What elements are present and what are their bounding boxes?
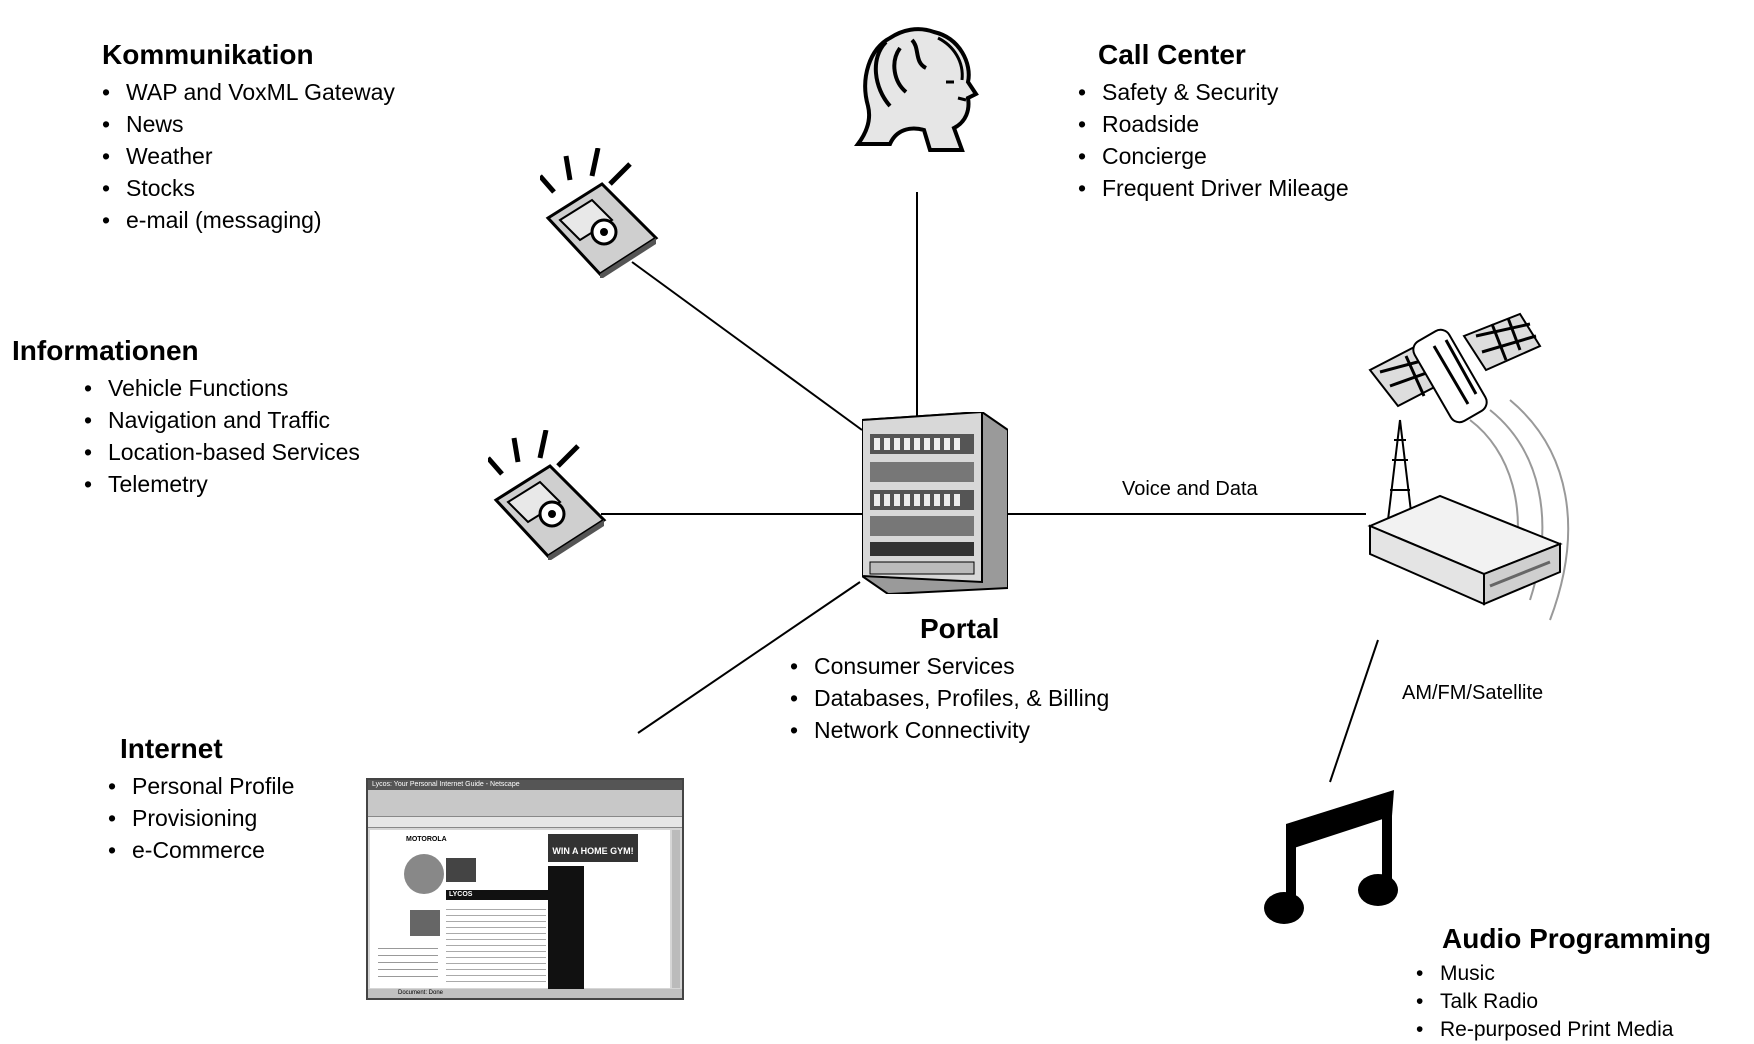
edge-satellite-audio [1329,639,1379,783]
pager-image [446,858,476,882]
list-item: Safety & Security [1078,76,1349,108]
list-item: Stocks [102,172,395,204]
server-rack-icon [862,412,1008,594]
portal-list: Consumer Services Databases, Profiles, &… [790,650,1109,746]
list-item: Vehicle Functions [84,372,360,404]
list-item: Music [1416,960,1711,988]
list-item: e-Commerce [108,834,294,866]
browser-toolbar [368,790,682,817]
browser-links [378,942,438,982]
phone-image [410,910,440,936]
call-center-title: Call Center [1098,39,1246,70]
informationen-list: Vehicle Functions Navigation and Traffic… [84,372,360,500]
list-item: Weather [102,140,395,172]
list-item: Telemetry [84,468,360,500]
browser-title-bar: Lycos: Your Personal Internet Guide - Ne… [368,780,682,790]
audio-block: Audio Programming Music Talk Radio Re-pu… [1416,922,1711,1044]
kommunikation-title: Kommunikation [102,39,314,70]
browser-address-bar [368,817,682,828]
list-item: Re-purposed Print Media [1416,1016,1711,1044]
portal-block: Portal Consumer Services Databases, Prof… [790,612,1109,746]
voice-data-label: Voice and Data [1122,478,1258,500]
internet-list: Personal Profile Provisioning e-Commerce [108,770,294,866]
list-item: WAP and VoxML Gateway [102,76,395,108]
browser-headlines [446,904,546,984]
browser-window-icon: Lycos: Your Personal Internet Guide - Ne… [366,778,684,1000]
browser-status-bar: Document: Done [368,989,682,998]
phone-image [404,854,444,894]
woman-head-icon [854,27,979,152]
audio-title: Audio Programming [1442,923,1712,954]
list-item: Navigation and Traffic [84,404,360,436]
list-item: Location-based Services [84,436,360,468]
list-item: Provisioning [108,802,294,834]
internet-block: Internet Personal Profile Provisioning e… [108,732,294,866]
list-item: Network Connectivity [790,714,1109,746]
edge-portal-kommunikation [631,261,863,431]
list-item: Databases, Profiles, & Billing [790,682,1109,714]
floppy-disk-icon [488,430,607,560]
list-item: Frequent Driver Mileage [1078,172,1349,204]
list-item: Consumer Services [790,650,1109,682]
list-item: e-mail (messaging) [102,204,395,236]
internet-title: Internet [120,733,223,764]
list-item: Talk Radio [1416,988,1711,1016]
kommunikation-block: Kommunikation WAP and VoxML Gateway News… [102,38,395,236]
call-center-block: Call Center Safety & Security Roadside C… [1078,38,1349,204]
browser-scrollbar [672,830,680,988]
call-center-list: Safety & Security Roadside Concierge Fre… [1078,76,1349,204]
edge-portal-internet [637,581,861,734]
browser-sidebar [548,866,584,996]
audio-list: Music Talk Radio Re-purposed Print Media [1416,960,1711,1044]
browser-portal-logo: LYCOS [446,890,549,900]
list-item: News [102,108,395,140]
informationen-block: Informationen Vehicle Functions Navigati… [12,334,360,500]
list-item: Roadside [1078,108,1349,140]
satellite-tower-icon [1367,312,1570,621]
list-item: Concierge [1078,140,1349,172]
floppy-disk-icon [540,148,659,278]
kommunikation-list: WAP and VoxML Gateway News Weather Stock… [102,76,395,236]
list-item: Personal Profile [108,770,294,802]
browser-page: MOTOROLA WIN A HOME GYM! LYCOS [370,830,670,996]
browser-promo-banner: WIN A HOME GYM! [548,834,638,862]
browser-brand-logo: MOTOROLA [406,836,447,843]
am-fm-satellite-label: AM/FM/Satellite [1402,682,1544,704]
music-note-icon [1264,790,1398,924]
informationen-title: Informationen [12,335,199,366]
portal-title: Portal [920,613,1000,644]
